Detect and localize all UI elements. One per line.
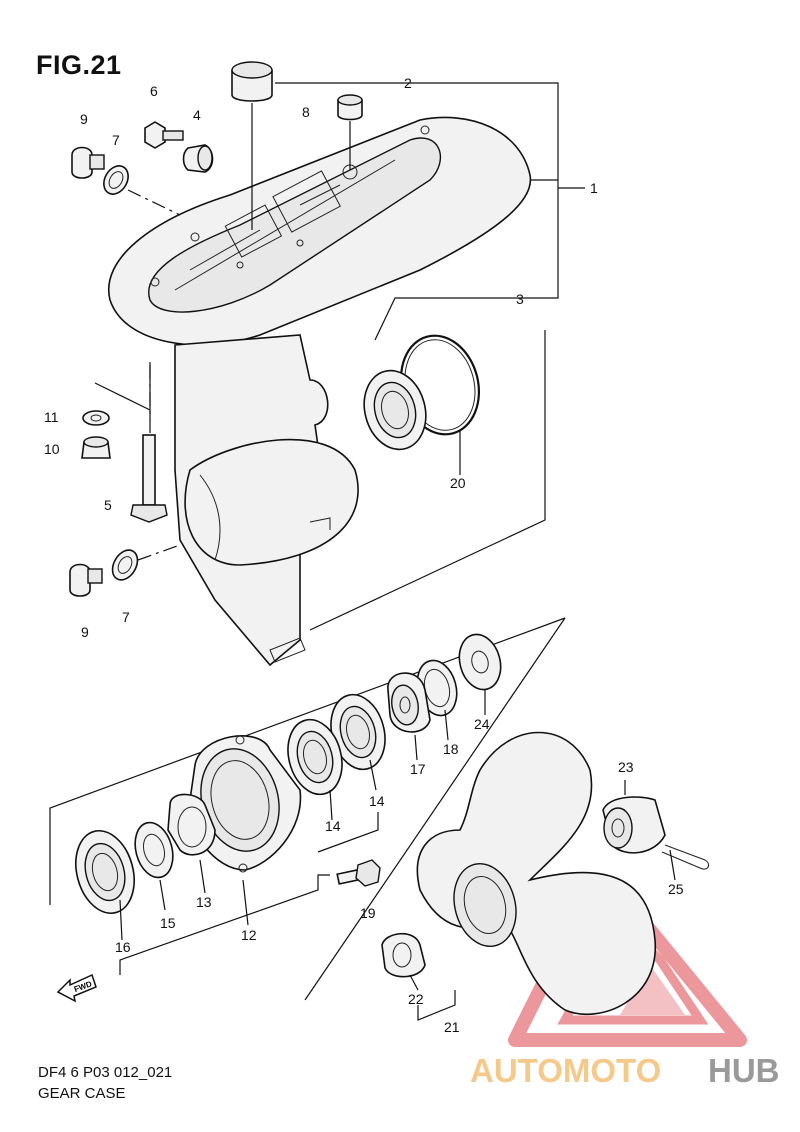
callout-6: 6 — [150, 83, 158, 99]
callout-7-upper: 7 — [112, 132, 120, 148]
callout-4: 4 — [193, 107, 201, 123]
callout-10: 10 — [44, 441, 60, 457]
part-7-gasket-lower — [111, 544, 181, 581]
part-7-gasket-upper — [103, 165, 181, 216]
gear-case-housing — [107, 116, 532, 667]
part-3-bearing — [363, 369, 427, 451]
callout-11: 11 — [44, 409, 59, 425]
callout-16: 16 — [115, 939, 131, 955]
callout-14-left: 14 — [325, 818, 341, 834]
part-5-stud-bolt — [130, 365, 168, 523]
callout-21: 21 — [444, 1019, 460, 1035]
part-12-bearing-housing — [188, 735, 302, 873]
callout-18: 18 — [443, 741, 459, 757]
callout-20: 20 — [450, 475, 466, 491]
figure-caption: GEAR CASE — [38, 1085, 126, 1102]
callout-9-lower: 9 — [81, 624, 89, 640]
part-9-drain-plug-upper — [71, 146, 105, 179]
part-4-grommet — [182, 144, 214, 173]
part-23-propeller-nut — [602, 796, 666, 854]
callout-22: 22 — [408, 991, 424, 1007]
callout-19: 19 — [360, 905, 376, 921]
callout-17: 17 — [410, 761, 426, 777]
callout-1: 1 — [590, 180, 598, 196]
part-2-bushing — [231, 61, 273, 230]
part-13-lock-washer — [167, 793, 216, 856]
callout-12: 12 — [241, 927, 257, 943]
part-22-spacer — [381, 932, 426, 978]
callout-8: 8 — [302, 104, 310, 120]
part-15-oil-seal — [134, 821, 174, 879]
watermark-text-suffix: HUB — [708, 1052, 780, 1089]
callout-7-lower: 7 — [122, 609, 130, 625]
callout-2: 2 — [404, 75, 412, 91]
callout-9-upper: 9 — [80, 111, 88, 127]
forward-direction-arrow: FWD — [56, 973, 97, 1003]
part-14-bearing-a — [330, 693, 386, 771]
watermark-text-prefix: AUTOMOTO — [470, 1052, 661, 1089]
part-16-bearing — [75, 829, 135, 915]
part-24-thrust-washer — [458, 633, 502, 691]
part-11-washer — [82, 410, 110, 426]
callout-15: 15 — [160, 915, 176, 931]
callout-24: 24 — [474, 716, 490, 732]
callout-25: 25 — [668, 881, 684, 897]
drawing-code: DF4 6 P03 012_021 — [38, 1064, 173, 1081]
callout-3: 3 — [516, 291, 524, 307]
part-10-nut — [81, 436, 111, 459]
callout-5: 5 — [104, 497, 112, 513]
part-8-plug — [337, 94, 363, 170]
part-19-bolt — [336, 859, 381, 887]
figure-title: FIG.21 — [36, 50, 122, 80]
part-9-drain-plug-lower — [69, 563, 103, 597]
part-21-propeller — [416, 731, 656, 1015]
part-25-cotter-pin — [661, 844, 710, 870]
part-17-gear — [387, 672, 431, 733]
part-14-bearing-b — [287, 718, 343, 796]
watermark-text: AUTOMOTO HUB — [470, 1052, 780, 1089]
callout-13: 13 — [196, 894, 212, 910]
callout-14-right: 14 — [369, 793, 385, 809]
callout-23: 23 — [618, 759, 634, 775]
part-6-bolt — [144, 121, 184, 149]
